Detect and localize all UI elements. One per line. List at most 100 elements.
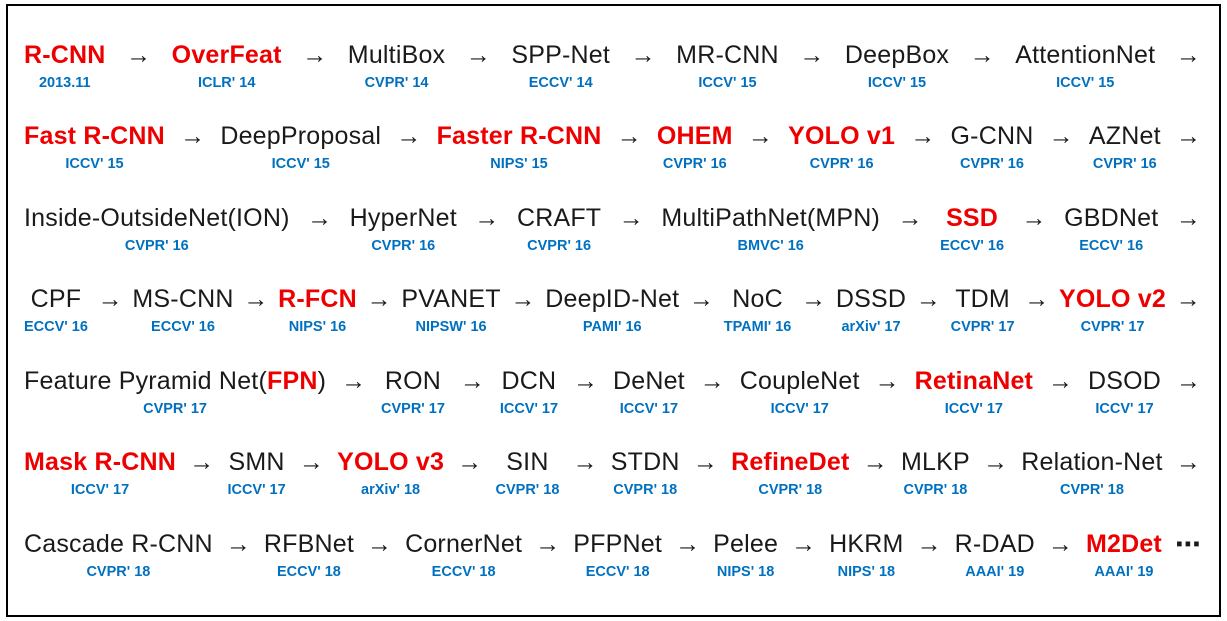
venue-label: CVPR' 17 [1080, 319, 1145, 335]
model-name-part: ) [317, 366, 327, 395]
arrow-icon: → [692, 448, 718, 476]
model-name: MultiPathNet(MPN) [661, 203, 881, 232]
arrow-icon: → [799, 40, 825, 69]
venue-label: CVPR' 18 [495, 482, 560, 498]
venue-label: CVPR' 16 [662, 156, 727, 172]
model-name: G-CNN [950, 122, 1034, 150]
arrow-icon: → [474, 203, 500, 232]
arrow-icon: → [573, 366, 599, 395]
model-name: DeepID-Net [545, 285, 680, 313]
model-name: GBDNet [1064, 203, 1159, 232]
model-name: OHEM [656, 122, 733, 150]
venue-label: ICCV' 17 [499, 400, 559, 417]
model-name: STDN [610, 448, 680, 476]
venue-label: ECCV' 16 [940, 237, 1005, 254]
venue-label: BMVC' 16 [737, 237, 804, 254]
venue-label: AAAI' 19 [965, 563, 1025, 580]
arrow-icon: → [341, 366, 367, 395]
arrow-icon: → [1175, 366, 1201, 395]
model-name: SPP-Net [511, 40, 611, 69]
venue-label: ICCV' 17 [619, 400, 679, 417]
venue-label: CVPR' 16 [960, 156, 1024, 172]
model-name: R-DAD [954, 529, 1035, 558]
model-name: DSOD [1088, 366, 1162, 395]
venue-label: CVPR' 17 [381, 400, 445, 417]
arrow-icon: → [616, 122, 642, 150]
venue-label: CVPR' 16 [527, 237, 592, 254]
venue-label: CVPR' 18 [613, 482, 678, 498]
venue-label: CVPR' 16 [371, 237, 436, 254]
venue-label: ICLR' 14 [197, 74, 256, 91]
model-name-part: Feature Pyramid Net( [24, 366, 267, 395]
arrow-icon: → [126, 40, 152, 69]
arrow-icon: → [916, 529, 942, 558]
arrow-icon: → [874, 366, 900, 395]
model-name: PFPNet [573, 529, 663, 558]
arrow-icon: → [897, 203, 923, 232]
venue-label: ECCV' 18 [585, 563, 650, 580]
model-name: HyperNet [349, 203, 457, 232]
model-name: Cascade R-CNN [24, 529, 213, 558]
venue-label: ECCV' 14 [528, 74, 593, 91]
model-name: MR-CNN [676, 40, 779, 69]
model-node: YOLO v2 CVPR' 17 [1059, 283, 1166, 336]
venue-label: CVPR' 17 [143, 400, 207, 417]
model-name: DSSD [835, 285, 907, 313]
arrow-icon: → [791, 529, 817, 558]
model-node: MultiPathNet(MPN) BMVC' 16 [661, 202, 880, 255]
arrow-icon: → [1175, 285, 1201, 313]
model-name: YOLO v2 [1059, 285, 1167, 313]
arrow-icon: → [630, 40, 656, 69]
arrow-icon: → [1047, 529, 1073, 558]
venue-label: CVPR' 16 [809, 156, 874, 172]
model-name: Inside-OutsideNet(ION) [24, 203, 290, 232]
model-node: Feature Pyramid Net(FPN)CVPR' 17 [24, 365, 326, 418]
arrow-icon: → [298, 448, 324, 476]
arrow-icon: → [1048, 366, 1074, 395]
model-name: DeepProposal [220, 122, 382, 150]
venue-label: ECCV' 16 [151, 319, 215, 335]
arrow-icon: → [189, 448, 215, 476]
model-name: NoC [732, 285, 783, 313]
model-name: MS-CNN [132, 285, 234, 313]
venue-label: CVPR' 14 [364, 74, 429, 91]
model-name: CPF [30, 285, 82, 313]
model-name: SMN [228, 448, 285, 476]
arrow-icon: → [1175, 122, 1201, 150]
model-node: Inside-OutsideNet(ION)CVPR' 16 [24, 202, 290, 255]
arrow-icon: → [1175, 203, 1201, 232]
ellipsis-icon: ⋯ [1175, 528, 1201, 559]
venue-label: ECCV' 18 [431, 563, 496, 580]
model-node: G-CNN CVPR' 16 [951, 120, 1034, 173]
venue-label: PAMI' 16 [582, 319, 642, 335]
venue-label: ICCV' 15 [271, 156, 330, 172]
model-node: CPF ECCV' 16 [24, 283, 88, 336]
venue-label: ICCV' 17 [70, 482, 130, 498]
arrow-icon: → [1175, 448, 1201, 476]
arrow-icon: → [801, 285, 827, 313]
venue-label: ECCV' 16 [24, 319, 88, 335]
arrow-icon: → [1024, 285, 1050, 313]
arrow-icon: → [302, 40, 328, 69]
